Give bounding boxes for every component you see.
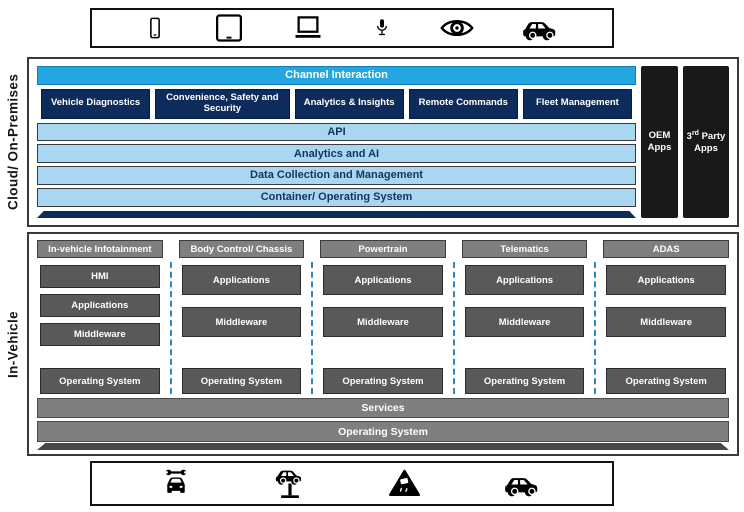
service-box-convenience-safety-security: Convenience, Safety and Security <box>155 88 290 119</box>
car-service-icon <box>162 467 190 500</box>
domain-header: Telematics <box>461 240 588 258</box>
consumer-devices-strip <box>90 8 614 48</box>
vehicle-domain-columns: In-vehicle Infotainment HMI Applications… <box>37 240 729 394</box>
domain-header: Body Control/ Chassis <box>178 240 305 258</box>
stack-box: Middleware <box>606 307 726 337</box>
skid-warning-icon <box>389 469 421 498</box>
laptop-icon <box>292 13 324 43</box>
service-box-fleet-management: Fleet Management <box>522 88 632 119</box>
stack-box: Applications <box>464 265 585 295</box>
cloud-base-strip <box>37 210 636 218</box>
service-box-analytics-insights: Analytics & Insights <box>294 88 404 119</box>
column-divider <box>594 262 597 394</box>
third-party-num: 3 <box>686 130 692 142</box>
stack-box: Applications <box>606 265 726 295</box>
cloud-section-label: Cloud/ On-Premises <box>5 73 21 211</box>
smartphone-icon <box>144 13 166 43</box>
car-lift-icon <box>274 466 306 501</box>
stack-box: HMI <box>40 265 160 288</box>
column-body-control: Body Control/ Chassis Applications Middl… <box>178 240 305 394</box>
car-icon <box>522 15 560 41</box>
column-telematics: Telematics Applications Middleware Opera… <box>461 240 588 394</box>
cloud-platform-stack: Channel Interaction Vehicle Diagnostics … <box>37 66 636 218</box>
domain-header: ADAS <box>603 240 729 258</box>
stack-box: Operating System <box>40 368 160 394</box>
vehicle-section-label: In-Vehicle <box>5 310 21 378</box>
column-divider <box>452 262 455 394</box>
column-divider <box>169 262 172 394</box>
car-icon <box>504 471 542 497</box>
layer-api: API <box>37 122 636 142</box>
cloud-services-row: Vehicle Diagnostics Convenience, Safety … <box>37 88 636 120</box>
domain-header: Powertrain <box>320 240 446 258</box>
domain-header: In-vehicle Infotainment <box>37 240 163 258</box>
layer-data-collection: Data Collection and Management <box>37 166 636 185</box>
column-adas: ADAS Applications Middleware Operating S… <box>603 240 729 394</box>
microphone-icon <box>372 13 392 43</box>
stack-box: Middleware <box>181 307 302 337</box>
vehicle-base-strip <box>37 443 729 450</box>
service-box-remote-commands: Remote Commands <box>408 88 518 119</box>
stack-box: Middleware <box>464 307 585 337</box>
service-box-vehicle-diagnostics: Vehicle Diagnostics <box>41 88 151 119</box>
cloud-section: Channel Interaction Vehicle Diagnostics … <box>27 57 739 227</box>
tablet-icon <box>214 13 244 43</box>
stack-box: Applications <box>181 265 302 295</box>
stack-box: Operating System <box>181 368 302 394</box>
stack-box: Operating System <box>606 368 726 394</box>
eye-icon <box>440 16 474 40</box>
column-divider <box>311 262 314 394</box>
column-infotainment: In-vehicle Infotainment HMI Applications… <box>37 240 163 394</box>
stack-box: Applications <box>323 265 443 295</box>
stack-box: Applications <box>40 294 160 317</box>
column-powertrain: Powertrain Applications Middleware Opera… <box>320 240 446 394</box>
oem-apps-box: OEM Apps <box>641 66 678 218</box>
channel-interaction-bar: Channel Interaction <box>37 66 636 85</box>
stack-box: Operating System <box>464 368 585 394</box>
services-bar: Services <box>37 398 729 418</box>
use-case-strip <box>90 461 614 506</box>
in-vehicle-section: In-vehicle Infotainment HMI Applications… <box>27 232 739 456</box>
third-party-apps-box: 3rd Party Apps <box>683 66 729 218</box>
layer-container-os: Container/ Operating System <box>37 187 636 207</box>
third-party-rest: Party Apps <box>694 130 726 154</box>
third-party-ordinal: rd <box>691 129 699 137</box>
stack-box: Middleware <box>323 307 443 337</box>
vehicle-os-bar: Operating System <box>37 421 729 442</box>
layer-analytics-ai: Analytics and AI <box>37 144 636 164</box>
stack-box: Middleware <box>40 323 160 346</box>
stack-box: Operating System <box>323 368 443 394</box>
